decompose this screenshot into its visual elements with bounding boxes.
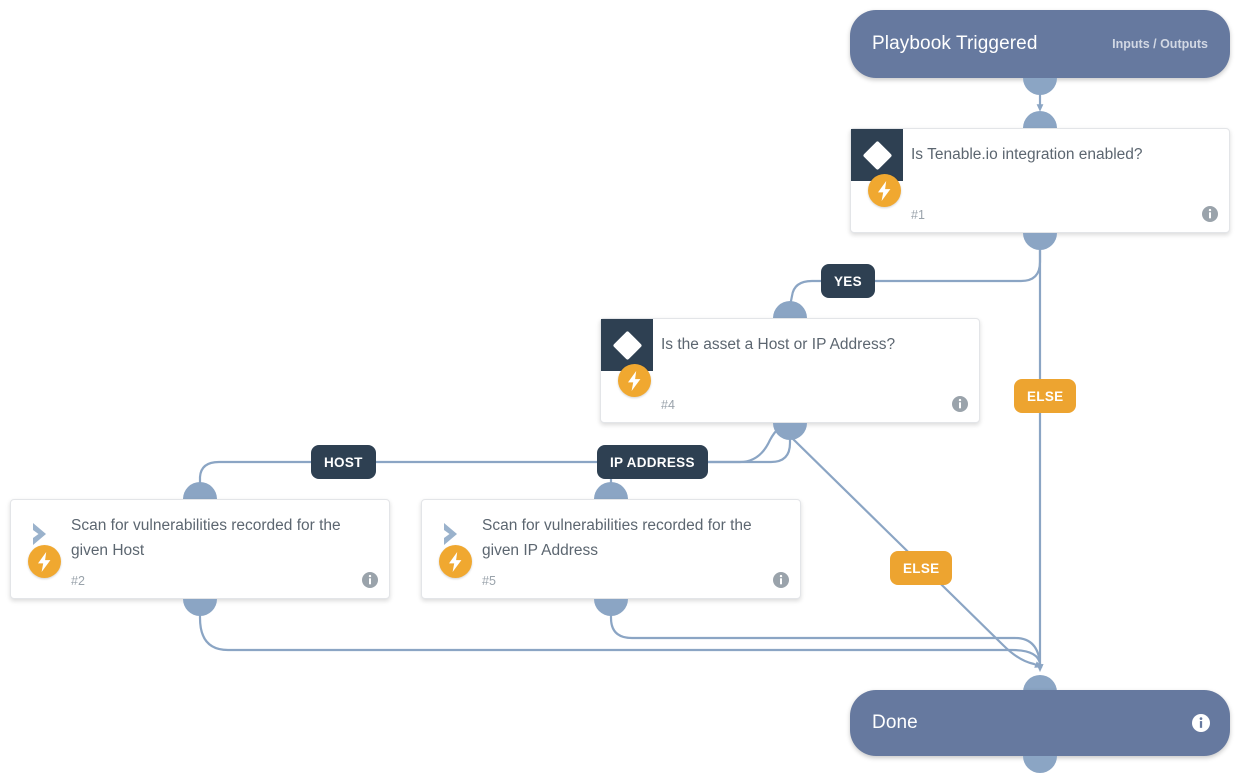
action-2-text: Scan for vulnerabilities recorded for th…: [71, 517, 341, 559]
info-icon[interactable]: [1192, 714, 1210, 732]
edge-n2-to-done: [198, 608, 1044, 672]
edge-n4-to-done-else: [788, 422, 1043, 668]
inputs-outputs-link[interactable]: Inputs / Outputs: [1112, 37, 1208, 51]
port-start-bottom[interactable]: [1023, 78, 1057, 95]
edge-label-ip-address[interactable]: IP ADDRESS: [597, 445, 708, 479]
node-action-5[interactable]: Scan for vulnerabilities recorded for th…: [421, 499, 801, 599]
done-title: Done: [872, 712, 918, 733]
action-2-number: #2: [71, 574, 85, 588]
info-icon[interactable]: [952, 396, 968, 412]
edge-label-else-n4[interactable]: ELSE: [890, 551, 953, 585]
lightning-bolt-icon: [28, 545, 61, 578]
lightning-bolt-icon: [868, 174, 901, 207]
action-5-text: Scan for vulnerabilities recorded for th…: [482, 517, 752, 559]
port-n4-top[interactable]: [773, 301, 807, 318]
decision-1-text: Is Tenable.io integration enabled?: [911, 146, 1143, 163]
chevron-right-icon: [436, 520, 466, 548]
edge-n5-to-done: [609, 608, 1044, 672]
edge-label-host[interactable]: HOST: [311, 445, 376, 479]
node-decision-1[interactable]: Is Tenable.io integration enabled? #1: [850, 128, 1230, 233]
node-playbook-triggered[interactable]: Playbook Triggered Inputs / Outputs: [850, 10, 1230, 78]
diamond-icon: [851, 129, 903, 181]
port-n5-bottom[interactable]: [594, 599, 628, 616]
port-n2-top[interactable]: [183, 482, 217, 499]
diamond-icon: [601, 319, 653, 371]
node-decision-4[interactable]: Is the asset a Host or IP Address? #4: [600, 318, 980, 423]
edge-label-yes[interactable]: YES: [821, 264, 875, 298]
edge-label-else-n1[interactable]: ELSE: [1014, 379, 1077, 413]
port-n2-bottom[interactable]: [183, 599, 217, 616]
node-action-2[interactable]: Scan for vulnerabilities recorded for th…: [10, 499, 390, 599]
decision-1-number: #1: [911, 208, 925, 222]
decision-4-number: #4: [661, 398, 675, 412]
port-n1-top[interactable]: [1023, 111, 1057, 128]
playbook-triggered-title: Playbook Triggered: [872, 33, 1038, 54]
port-n1-bottom[interactable]: [1023, 233, 1057, 250]
port-done-bottom[interactable]: [1023, 756, 1057, 773]
decision-4-text: Is the asset a Host or IP Address?: [661, 336, 896, 353]
chevron-right-icon: [25, 520, 55, 548]
port-done-top[interactable]: [1023, 675, 1057, 692]
info-icon[interactable]: [773, 572, 789, 588]
action-5-number: #5: [482, 574, 496, 588]
lightning-bolt-icon: [439, 545, 472, 578]
node-done[interactable]: Done: [850, 690, 1230, 756]
port-n5-top[interactable]: [594, 482, 628, 499]
info-icon[interactable]: [362, 572, 378, 588]
lightning-bolt-icon: [618, 364, 651, 397]
port-n4-bottom[interactable]: [773, 423, 807, 440]
info-icon[interactable]: [1202, 206, 1218, 222]
